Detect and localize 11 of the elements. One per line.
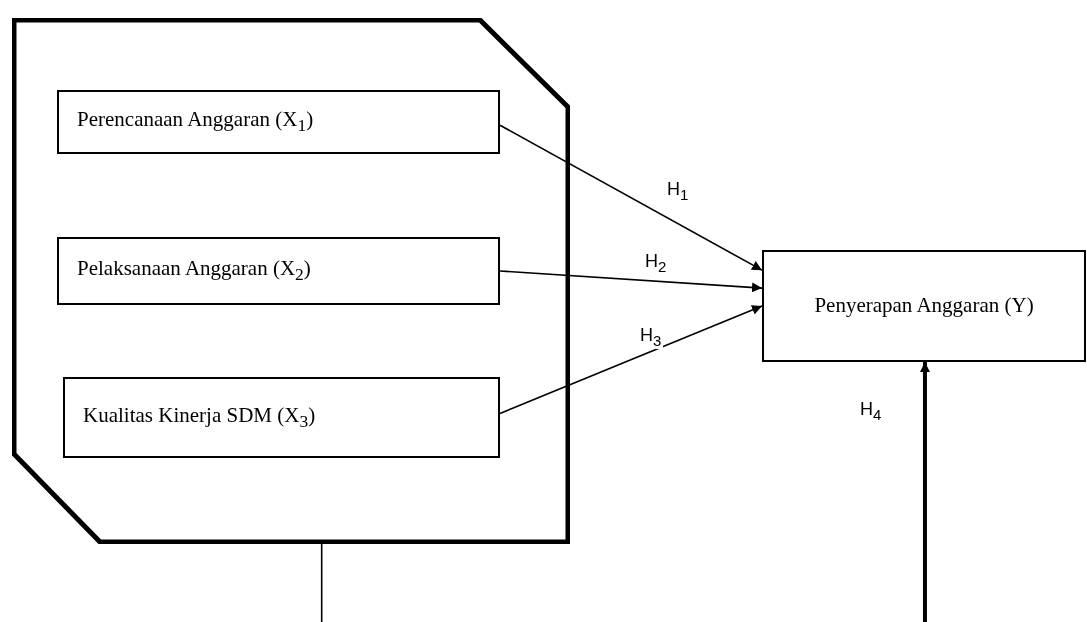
- arrow: [499, 305, 763, 415]
- arrow: [499, 270, 763, 293]
- arrow: [499, 124, 763, 271]
- variable-box: Perencanaan Anggaran (X$_{1}$): [57, 90, 500, 154]
- variable-box: Kualitas Kinerja SDM (X$_{3}$): [63, 377, 500, 458]
- variable-box: Pelaksanaan Anggaran (X$_{2}$): [57, 237, 500, 305]
- edge-label: H$_{3}$: [638, 326, 664, 350]
- arrow: [919, 362, 930, 622]
- octagon-frame: [12, 18, 570, 544]
- variable-box: Penyerapan Anggaran (Y): [762, 250, 1086, 362]
- connector-line: [320, 543, 323, 622]
